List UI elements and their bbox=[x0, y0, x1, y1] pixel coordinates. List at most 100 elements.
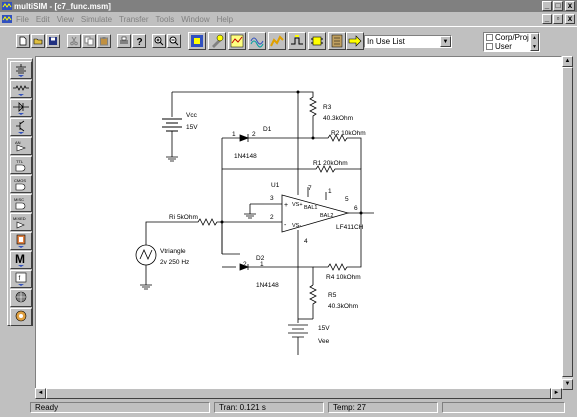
close-button[interactable]: x bbox=[565, 1, 575, 11]
open-button[interactable] bbox=[31, 34, 45, 48]
resistor-icon bbox=[13, 85, 29, 96]
bin-ttl-button[interactable]: TTL bbox=[10, 156, 32, 174]
indicator-icon bbox=[16, 234, 26, 248]
menu-transfer[interactable]: Transfer bbox=[119, 14, 149, 24]
bin-cmos-button[interactable]: CMOS bbox=[10, 175, 32, 193]
bom-list-icon bbox=[331, 34, 343, 48]
status-temperature: Temp: 27 bbox=[328, 402, 438, 413]
horizontal-scroll-thumb[interactable] bbox=[46, 388, 551, 399]
spin-up-icon[interactable]: ▲ bbox=[532, 35, 537, 41]
r3-name-label: R3 bbox=[323, 104, 332, 111]
vhdl-button[interactable] bbox=[288, 32, 306, 50]
component-toolbar-button[interactable] bbox=[188, 32, 206, 50]
diode-icon bbox=[13, 102, 29, 115]
menu-simulate[interactable]: Simulate bbox=[80, 14, 113, 24]
u1-pin7-label: 7 bbox=[308, 185, 312, 192]
schematic-canvas[interactable]: Vcc 15V R3 40.3kOhm D1 1 2 1N4148 R2 10k… bbox=[35, 56, 562, 390]
menu-edit[interactable]: Edit bbox=[35, 14, 50, 24]
graph-icon bbox=[230, 34, 244, 48]
u1-vsplus-label: VS+ bbox=[292, 202, 303, 208]
menu-view[interactable]: View bbox=[56, 14, 74, 24]
vertical-scrollbar[interactable]: ▲ ▼ bbox=[562, 56, 573, 390]
window-title: multiSIM - [c7_func.msm] bbox=[14, 1, 111, 11]
toolbar: ? In Use List ▼ Corp/Proj User ▲ ▼ bbox=[0, 26, 577, 54]
maximize-button[interactable]: □ bbox=[553, 1, 563, 11]
paste-button[interactable] bbox=[97, 34, 111, 48]
bin-electromechanical-button[interactable] bbox=[10, 308, 32, 326]
corp-proj-checkbox[interactable] bbox=[486, 34, 493, 41]
postprocessor-button[interactable] bbox=[268, 32, 286, 50]
bin-sources-button[interactable] bbox=[10, 61, 32, 79]
u1-plus-label: + bbox=[284, 202, 288, 209]
cut-button[interactable] bbox=[67, 34, 81, 48]
menu-file[interactable]: File bbox=[16, 14, 29, 24]
bin-transistors-button[interactable] bbox=[10, 118, 32, 136]
help-question-icon: ? bbox=[137, 37, 143, 46]
copy-button[interactable] bbox=[82, 34, 96, 48]
r1-label: R1 20kOhm bbox=[313, 160, 348, 167]
scroll-left-icon[interactable]: ◄ bbox=[35, 388, 46, 399]
user-checkbox[interactable] bbox=[486, 43, 493, 50]
bin-indicators-button[interactable] bbox=[10, 232, 32, 250]
d1-name-label: D1 bbox=[263, 126, 272, 133]
bom-button[interactable] bbox=[328, 32, 346, 50]
chip-button[interactable] bbox=[308, 32, 326, 50]
component-icon bbox=[191, 35, 203, 47]
filter-corp-proj[interactable]: Corp/Proj bbox=[484, 33, 539, 42]
bin-diodes-button[interactable] bbox=[10, 99, 32, 117]
svg-text:?: ? bbox=[137, 37, 143, 46]
svg-text:AN: AN bbox=[15, 140, 21, 145]
status-empty-pane bbox=[442, 402, 565, 413]
help-button[interactable]: ? bbox=[132, 34, 146, 48]
bin-controls-button[interactable]: f bbox=[10, 270, 32, 288]
new-button[interactable] bbox=[16, 34, 30, 48]
vee-name-label: 15V bbox=[318, 325, 330, 332]
bin-misc-digital-button[interactable]: MISC bbox=[10, 194, 32, 212]
bin-misc-button[interactable]: M bbox=[10, 251, 32, 269]
doc-close-button[interactable]: x bbox=[565, 14, 575, 24]
vhdl-icon bbox=[291, 35, 303, 45]
probe-icon bbox=[212, 34, 224, 48]
graph-button[interactable] bbox=[228, 32, 246, 50]
svg-text:TTL: TTL bbox=[16, 159, 24, 164]
save-disk-icon bbox=[49, 37, 57, 45]
menu-tools[interactable]: Tools bbox=[155, 14, 175, 24]
vcc-value-label: 15V bbox=[186, 124, 198, 131]
zoom-out-button[interactable] bbox=[167, 34, 181, 48]
save-button[interactable] bbox=[46, 34, 60, 48]
scroll-up-icon[interactable]: ▲ bbox=[562, 56, 573, 67]
bin-mixed-button[interactable]: MIXED bbox=[10, 213, 32, 231]
transfer-arrow-icon bbox=[348, 35, 362, 47]
print-button[interactable] bbox=[117, 34, 131, 48]
d1-pin1-label: 1 bbox=[232, 131, 236, 138]
svg-text:MISC: MISC bbox=[14, 197, 24, 202]
menu-help[interactable]: Help bbox=[216, 14, 234, 24]
doc-restore-button[interactable]: ▫ bbox=[553, 14, 563, 24]
probe-button[interactable] bbox=[208, 32, 226, 50]
bin-analog-button[interactable]: AN bbox=[10, 137, 32, 155]
analysis-button[interactable] bbox=[248, 32, 266, 50]
filter-user[interactable]: User bbox=[484, 42, 539, 51]
zoom-in-button[interactable] bbox=[152, 34, 166, 48]
scroll-down-icon[interactable]: ▼ bbox=[562, 379, 573, 390]
menu-bar: File Edit View Simulate Transfer Tools W… bbox=[0, 13, 577, 25]
vertical-scroll-thumb[interactable] bbox=[562, 67, 573, 377]
spin-down-icon[interactable]: ▼ bbox=[532, 44, 537, 50]
filter-spin-control[interactable]: ▲ ▼ bbox=[530, 33, 539, 51]
menu-window[interactable]: Window bbox=[181, 14, 210, 24]
horizontal-scrollbar[interactable]: ◄ ► bbox=[35, 388, 562, 399]
in-use-list-select[interactable]: In Use List ▼ bbox=[364, 35, 452, 48]
chevron-down-icon[interactable]: ▼ bbox=[440, 36, 451, 47]
minimize-button[interactable]: _ bbox=[542, 1, 552, 11]
u1-pin1-label: 1 bbox=[328, 188, 332, 195]
document-system-icon[interactable] bbox=[2, 14, 12, 24]
misc-digital-icon: MISC bbox=[14, 197, 26, 210]
r4-label: R4 10kOhm bbox=[326, 274, 361, 281]
doc-minimize-button[interactable]: _ bbox=[542, 14, 552, 24]
multisim-app-icon[interactable] bbox=[2, 1, 12, 11]
bin-rf-button[interactable] bbox=[10, 289, 32, 307]
bin-basic-button[interactable] bbox=[10, 80, 32, 98]
transfer-button[interactable] bbox=[346, 32, 364, 50]
scroll-right-icon[interactable]: ► bbox=[551, 388, 562, 399]
schematic-drawing[interactable]: Vcc 15V R3 40.3kOhm D1 1 2 1N4148 R2 10k… bbox=[36, 57, 563, 391]
